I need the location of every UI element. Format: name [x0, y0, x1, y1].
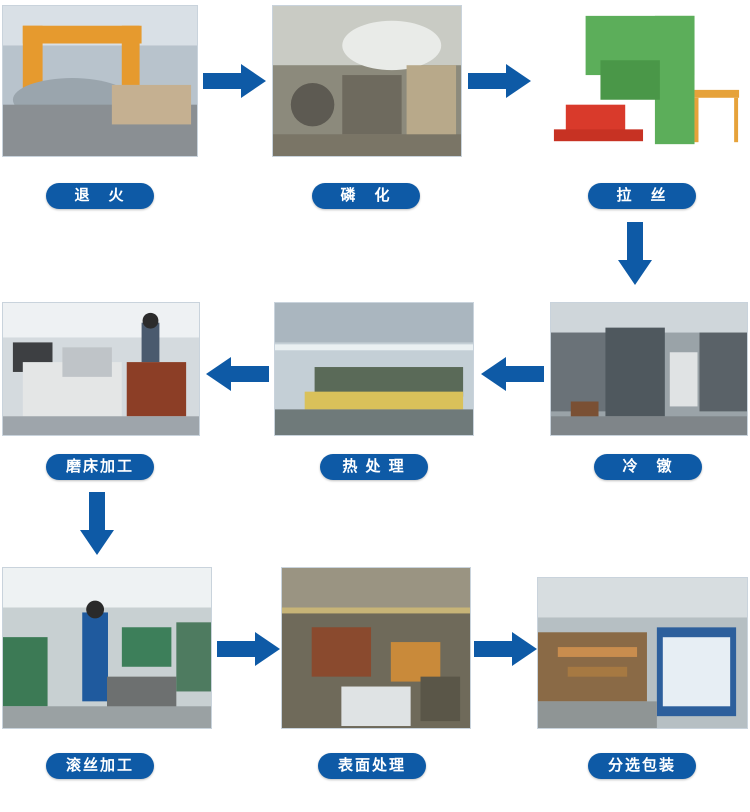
arrow-right-icon: [468, 64, 531, 98]
wire-drawing-photo: [545, 5, 748, 157]
arrow-right-icon: [474, 632, 537, 666]
step-label-surface-treatment: 表面处理: [318, 753, 426, 779]
arrow-down-icon: [80, 492, 114, 555]
cold-heading-photo: [550, 302, 748, 436]
surface-treatment-photo: [281, 567, 471, 729]
step-label-wire-drawing: 拉 丝: [588, 183, 696, 209]
arrow-right-icon: [217, 632, 280, 666]
arrow-down-icon: [618, 222, 652, 285]
grinding-photo: [2, 302, 200, 436]
step-label-annealing: 退 火: [46, 183, 154, 209]
step-label-sorting-packaging: 分选包装: [588, 753, 696, 779]
sorting-packaging-photo: [537, 577, 748, 729]
arrow-left-icon: [206, 357, 269, 391]
step-label-grinding: 磨床加工: [46, 454, 154, 480]
arrow-right-icon: [203, 64, 266, 98]
annealing-photo: [2, 5, 198, 157]
arrow-left-icon: [481, 357, 544, 391]
thread-rolling-photo: [2, 567, 212, 729]
phosphating-photo: [272, 5, 462, 157]
heat-treatment-photo: [274, 302, 474, 436]
step-label-heat-treatment: 热 处 理: [320, 454, 428, 480]
step-label-cold-heading: 冷 镦: [594, 454, 702, 480]
step-label-thread-rolling: 滚丝加工: [46, 753, 154, 779]
step-label-phosphating: 磷 化: [312, 183, 420, 209]
